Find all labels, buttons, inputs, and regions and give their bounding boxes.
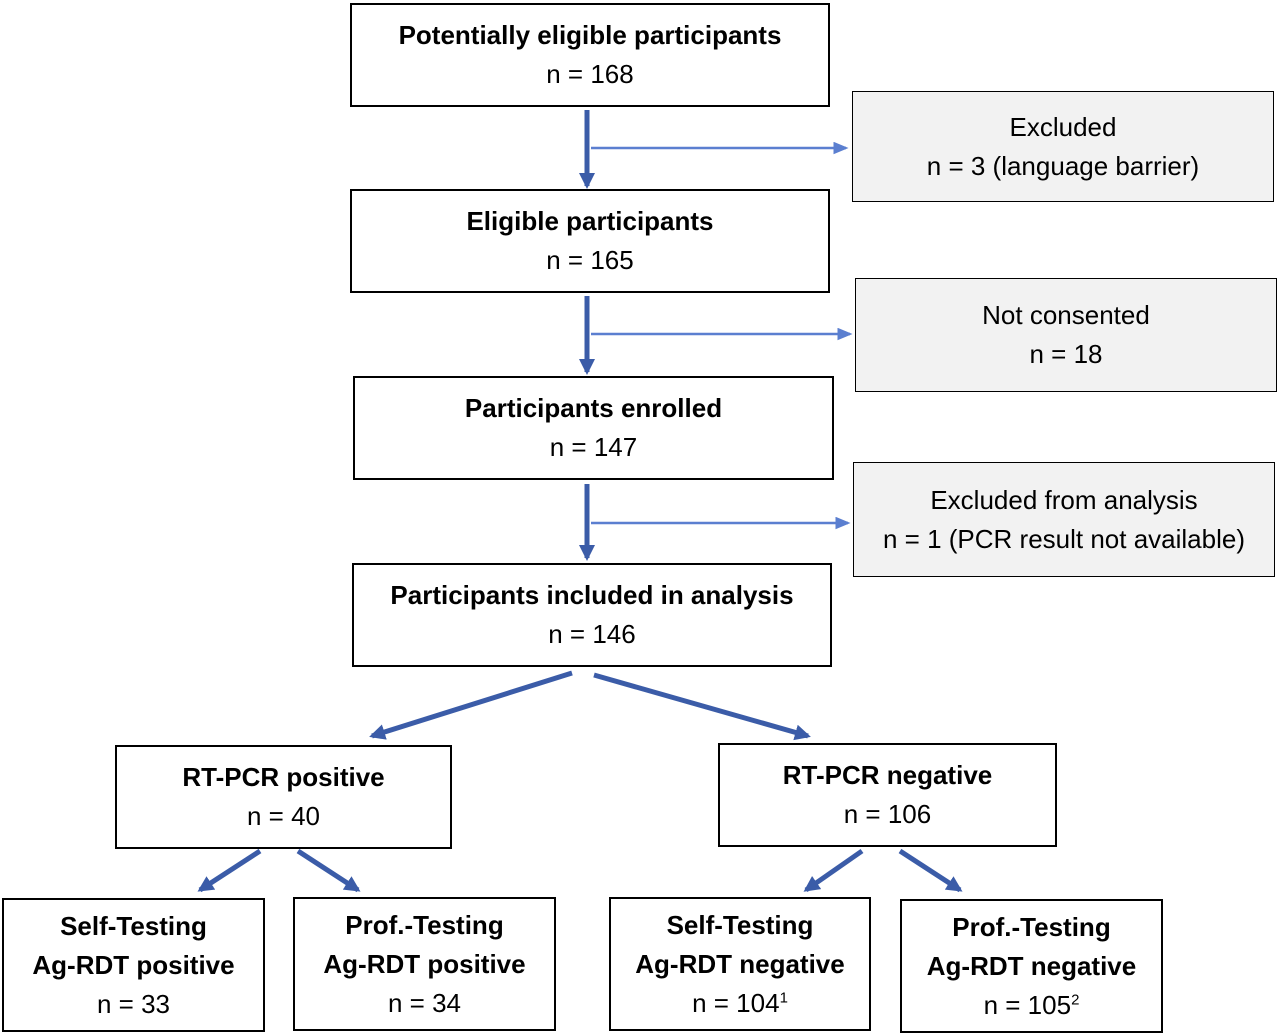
box-title: Not consented <box>982 300 1150 330</box>
box-excluded: Excluded n = 3 (language barrier) <box>852 91 1274 202</box>
box-count: n = 40 <box>246 801 320 831</box>
arrow-to-pcr-negative <box>593 672 811 741</box>
box-title: RT-PCR negative <box>782 760 993 790</box>
box-included-in-analysis: Participants included in analysis n = 14… <box>352 563 832 667</box>
arrow-to-self-negative <box>803 848 864 893</box>
box-potentially-eligible: Potentially eligible participants n = 16… <box>350 3 830 107</box>
box-count: n = 1041 <box>692 984 788 1023</box>
count-value: n = 104 <box>692 987 780 1018</box>
box-title: Excluded from analysis <box>930 484 1198 515</box>
box-count: n = 106 <box>843 799 932 829</box>
box-prof-testing-negative: Prof.-Testing Ag-RDT negative n = 1052 <box>900 899 1163 1033</box>
box-count: n = 18 <box>1029 339 1103 369</box>
box-line1: Prof.-Testing <box>952 911 1111 942</box>
footnote-marker: 2 <box>1071 990 1080 1008</box>
box-prof-testing-positive: Prof.-Testing Ag-RDT positive n = 34 <box>293 897 556 1031</box>
box-count: n = 146 <box>548 619 636 649</box>
box-title: Eligible participants <box>466 206 714 236</box>
box-not-consented: Not consented n = 18 <box>855 278 1277 392</box>
arrow-to-pcr-positive <box>369 670 573 740</box>
box-rt-pcr-positive: RT-PCR positive n = 40 <box>115 745 452 849</box>
arrow-to-prof-negative <box>898 848 963 893</box>
box-self-testing-positive: Self-Testing Ag-RDT positive n = 33 <box>2 898 265 1032</box>
box-excluded-from-analysis: Excluded from analysis n = 1 (PCR result… <box>853 462 1275 577</box>
box-count: n = 34 <box>387 987 461 1018</box>
box-title: RT-PCR positive <box>182 762 385 792</box>
box-count: n = 3 (language barrier) <box>926 150 1200 181</box>
box-count: n = 1 (PCR result not available) <box>882 523 1245 554</box>
box-line2: Ag-RDT positive <box>323 948 526 979</box>
box-line1: Self-Testing <box>60 910 207 941</box>
box-count: n = 33 <box>96 988 170 1019</box>
box-line2: Ag-RDT negative <box>926 950 1137 981</box>
box-line1: Prof.-Testing <box>345 909 504 940</box>
box-line2: Ag-RDT positive <box>32 949 235 980</box>
box-title: Excluded <box>1009 111 1117 142</box>
box-count: n = 168 <box>546 59 634 89</box>
box-line1: Self-Testing <box>666 909 814 940</box>
box-count: n = 147 <box>549 432 638 462</box>
box-title: Potentially eligible participants <box>398 20 782 50</box>
footnote-marker: 1 <box>779 988 788 1006</box>
box-rt-pcr-negative: RT-PCR negative n = 106 <box>718 743 1057 847</box>
box-line2: Ag-RDT negative <box>635 948 845 979</box>
box-count: n = 1052 <box>984 986 1080 1025</box>
box-count: n = 165 <box>546 245 634 275</box>
box-title: Participants included in analysis <box>390 580 794 610</box>
arrow-to-self-positive <box>197 848 262 893</box>
box-eligible: Eligible participants n = 165 <box>350 189 830 293</box>
count-value: n = 105 <box>983 989 1072 1020</box>
box-self-testing-negative: Self-Testing Ag-RDT negative n = 1041 <box>609 897 871 1031</box>
box-enrolled: Participants enrolled n = 147 <box>353 376 834 480</box>
arrow-to-prof-positive <box>296 848 361 893</box>
box-title: Participants enrolled <box>464 393 723 423</box>
